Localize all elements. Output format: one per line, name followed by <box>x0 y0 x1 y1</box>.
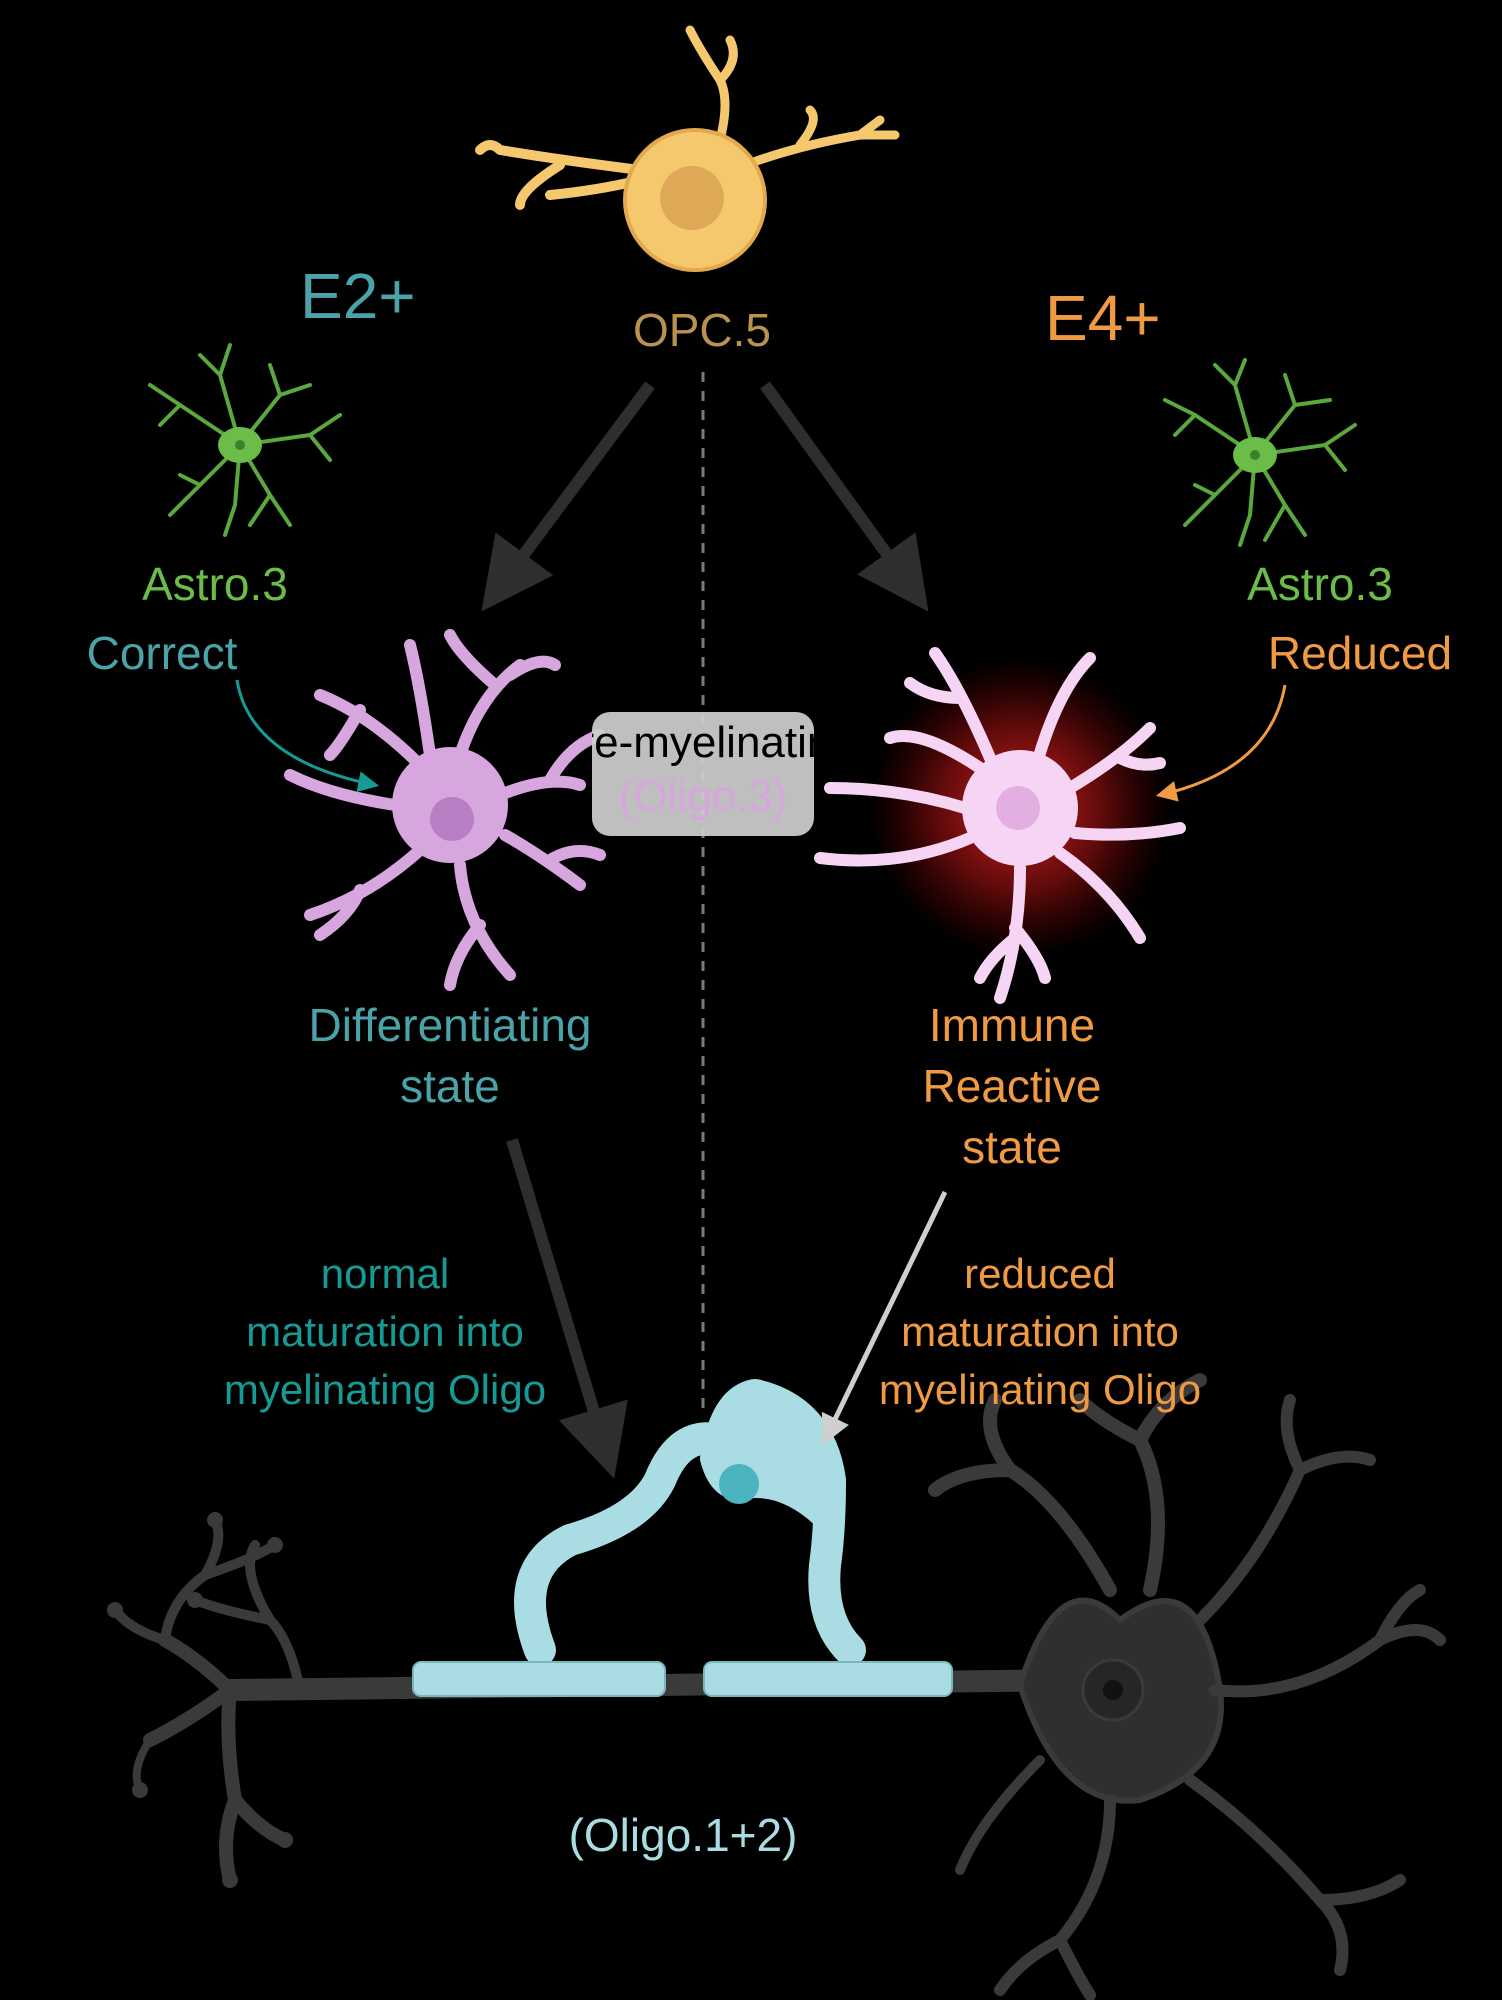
label-reduced-maturation: reduced maturation into myelinating Olig… <box>878 1250 1202 1413</box>
astrocyte-icon <box>1163 358 1357 547</box>
label-e4: E4+ <box>1045 282 1161 354</box>
label-differentiating-state: Differentiating state <box>308 999 592 1113</box>
label-astro-left-status: Correct <box>86 627 238 679</box>
label-e2: E2+ <box>300 260 416 332</box>
opc-cell-icon <box>475 25 900 272</box>
astrocyte-icon <box>148 343 342 537</box>
differentiating-oligodendrocyte-icon <box>284 629 606 991</box>
label-oligo3: (Oligo.3) <box>618 772 788 821</box>
label-oligo-1-2: (Oligo.1+2) <box>568 1809 798 1861</box>
myelinating-oligodendrocyte-icon <box>412 1379 953 1697</box>
pre-myelinating-box: Pre-myelinating (Oligo.3) <box>592 712 814 836</box>
arrow-reduced-maturation <box>821 1190 948 1446</box>
arrow-astro-correct <box>235 679 380 792</box>
immune-reactive-oligodendrocyte-icon <box>814 647 1186 1004</box>
label-normal-maturation: normal maturation into myelinating Oligo <box>223 1250 547 1413</box>
arrow-astro-reduced <box>1155 684 1287 802</box>
arrow-normal-maturation <box>506 1138 628 1479</box>
label-astro-left: Astro.3 <box>142 558 288 610</box>
label-astro-right-status: Reduced <box>1267 627 1453 679</box>
neuron-icon <box>107 1373 1446 2000</box>
label-immune-reactive-state: Immune Reactive state <box>922 999 1102 1174</box>
label-pre-myelinating: Pre-myelinating <box>592 718 814 767</box>
label-opc: OPC.5 <box>632 304 772 356</box>
arrow-opc-to-differentiating <box>481 381 655 612</box>
arrow-opc-to-immune <box>760 381 929 612</box>
label-astro-right: Astro.3 <box>1247 558 1393 610</box>
